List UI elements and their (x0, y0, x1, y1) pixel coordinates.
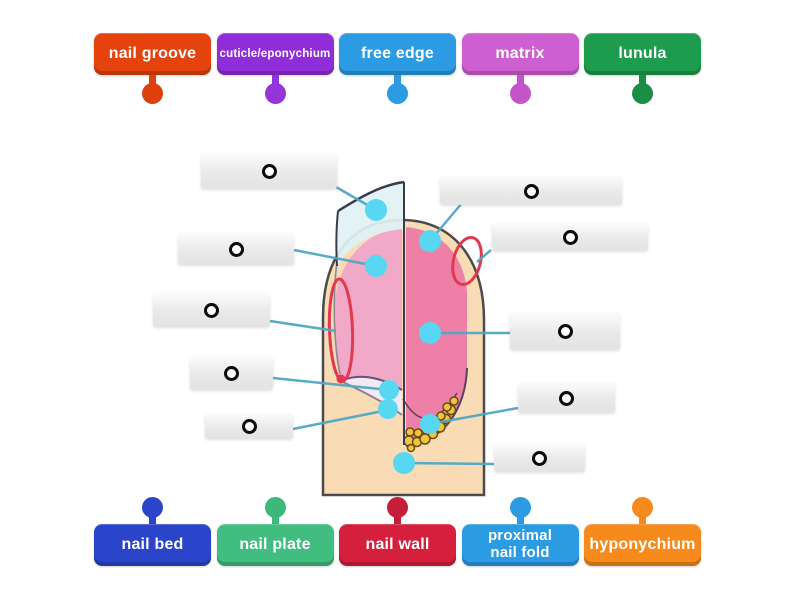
answer-slot[interactable] (201, 154, 337, 189)
label-button-nail-plate[interactable]: nail plate (216, 524, 334, 566)
target-ring-icon (562, 230, 578, 245)
answer-slot[interactable] (492, 224, 648, 251)
target-ring-icon (261, 164, 277, 179)
pin-dot (632, 497, 653, 518)
pin-stem (394, 516, 401, 524)
pin-stem (271, 516, 279, 524)
label-free-edge: free edge (339, 33, 456, 104)
target-ring-icon (559, 390, 574, 406)
label-button-free-edge[interactable]: free edge (339, 33, 456, 75)
target-ring-icon (224, 366, 239, 381)
pin-stem (394, 75, 401, 85)
label-nail-groove: nail groove (94, 33, 211, 104)
pin-stem (149, 516, 156, 524)
pin-dot (509, 497, 531, 518)
label-cuticle-eponychium: cuticle/eponychium (216, 33, 334, 104)
pin-dot (142, 83, 163, 104)
pin-stem (516, 516, 524, 524)
label-nail-wall: nail wall (339, 497, 456, 566)
target-ring-icon (228, 242, 244, 257)
label-button-cuticle-eponychium[interactable]: cuticle/eponychium (216, 33, 334, 75)
target-dot[interactable] (378, 399, 398, 419)
label-button-nail-groove[interactable]: nail groove (94, 33, 211, 75)
pin-dot (264, 83, 286, 104)
pin-stem (639, 75, 646, 85)
sheet-top-edge (337, 180, 405, 213)
target-ring-icon (241, 419, 257, 434)
label-button-hyponychium[interactable]: hyponychium (584, 524, 701, 566)
connector-lines (269, 185, 519, 466)
target-dot[interactable] (419, 322, 441, 344)
answer-slot[interactable] (190, 357, 273, 390)
pin-dot (632, 83, 653, 104)
nail-left-edge-line (333, 261, 341, 375)
answer-slot[interactable] (153, 293, 270, 327)
target-ring-icon (557, 324, 573, 339)
pin-dot (509, 83, 531, 104)
label-nail-plate: nail plate (216, 497, 334, 566)
answer-slot[interactable] (205, 414, 293, 439)
label-button-matrix[interactable]: matrix (461, 33, 579, 75)
sheet-left-edge (335, 210, 339, 267)
pin-dot (142, 497, 163, 518)
answer-slot[interactable] (518, 383, 615, 413)
label-button-lunula[interactable]: lunula (584, 33, 701, 75)
target-dot[interactable] (419, 230, 441, 252)
pin-stem (639, 516, 646, 524)
label-button-proximal-nail-fold[interactable]: proximal nail fold (461, 524, 579, 566)
pin-dot (387, 497, 408, 518)
target-ring-icon (204, 302, 219, 318)
pin-stem (271, 75, 279, 85)
pin-dot (264, 497, 286, 518)
answer-slot[interactable] (440, 177, 622, 205)
answer-slot[interactable] (494, 444, 585, 472)
cut-plane-sheet (337, 182, 404, 266)
right-groove-oval (451, 235, 483, 287)
target-dot[interactable] (379, 380, 399, 400)
target-dot[interactable] (365, 255, 387, 277)
target-ring-icon (532, 450, 547, 466)
label-proximal-nail-fold: proximal nail fold (461, 497, 579, 566)
label-lunula: lunula (584, 33, 701, 104)
target-dot[interactable] (393, 452, 415, 474)
target-dots (365, 199, 441, 474)
pin-stem (516, 75, 524, 85)
top-label-row: nail groove cuticle/eponychium free edge… (94, 33, 701, 104)
target-dot[interactable] (420, 414, 440, 434)
label-button-nail-wall[interactable]: nail wall (339, 524, 456, 566)
label-hyponychium: hyponychium (584, 497, 701, 566)
pin-dot (387, 83, 408, 104)
answer-slot[interactable] (510, 313, 620, 350)
label-nail-bed: nail bed (94, 497, 211, 566)
pin-stem (149, 75, 156, 85)
label-button-nail-bed[interactable]: nail bed (94, 524, 211, 566)
label-matrix: matrix (461, 33, 579, 104)
answer-slot[interactable] (178, 234, 294, 265)
bottom-label-row: nail bed nail plate nail wall proximal n… (94, 497, 701, 566)
target-ring-icon (523, 183, 539, 199)
oval-tip-blob (336, 374, 346, 384)
target-dot[interactable] (365, 199, 387, 221)
